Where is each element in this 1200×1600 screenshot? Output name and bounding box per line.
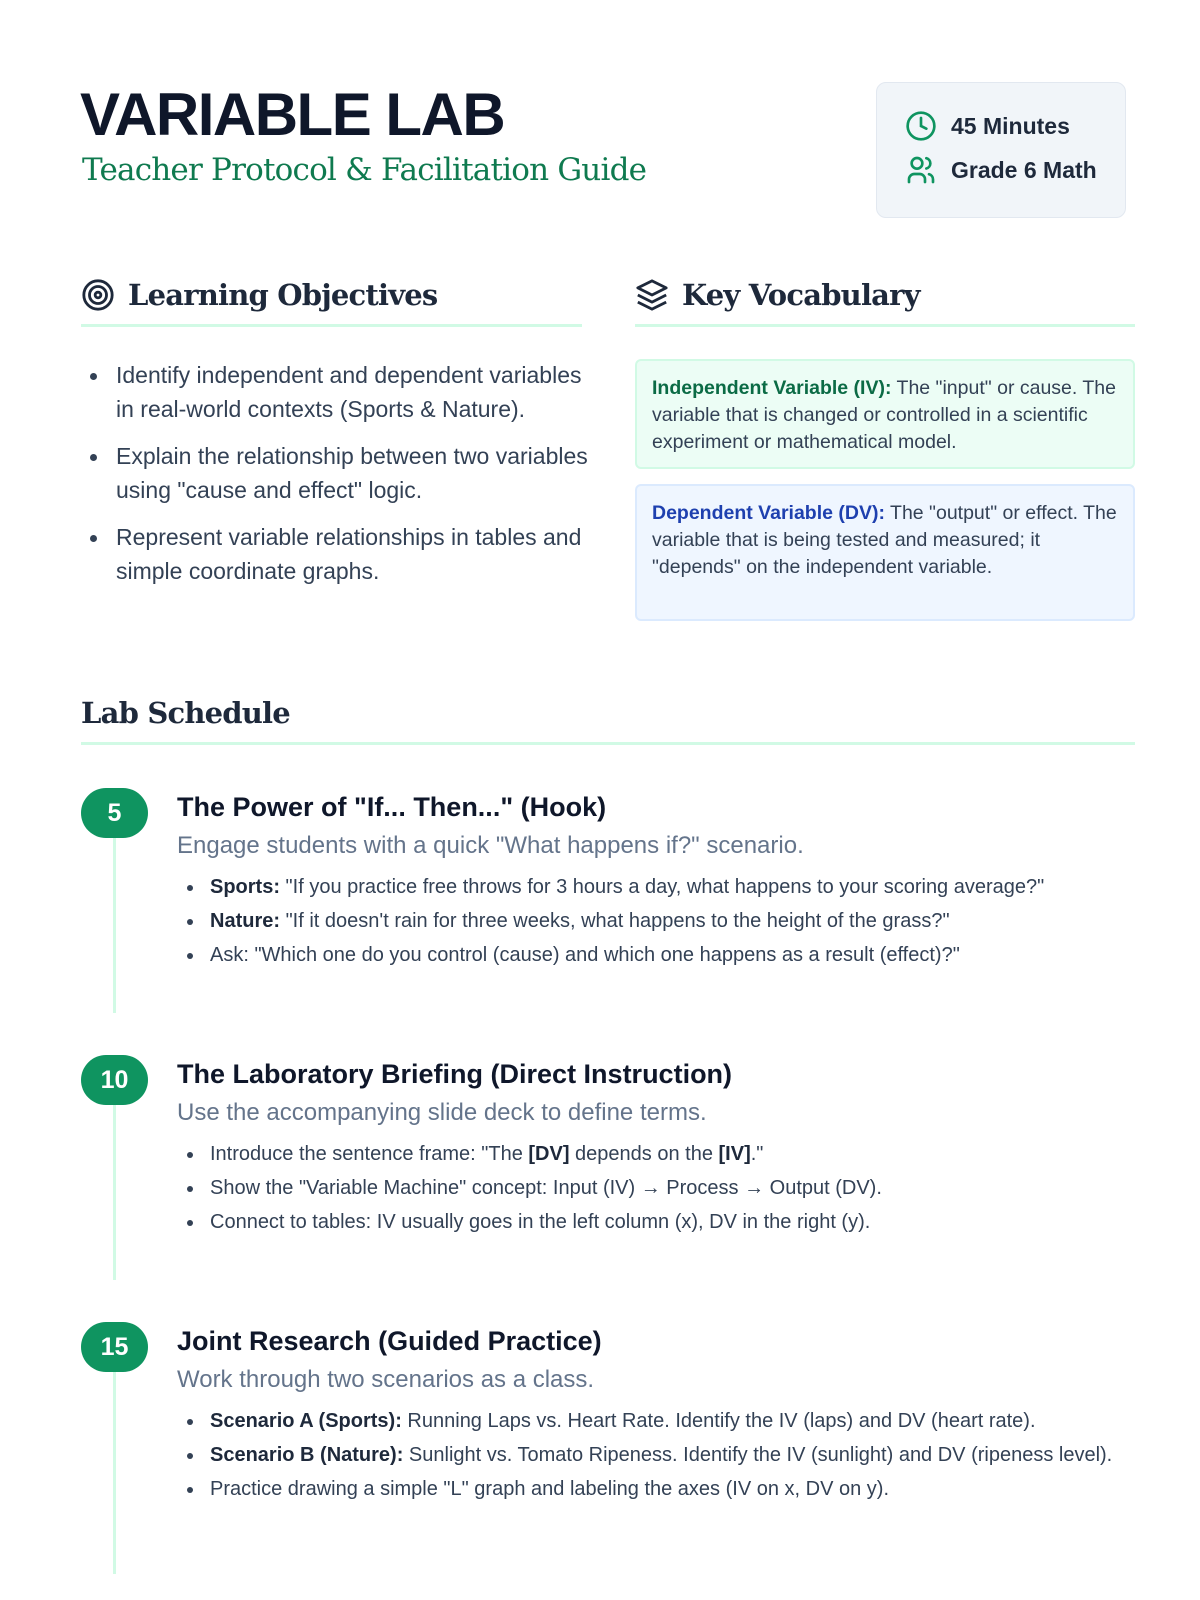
page-subtitle: Teacher Protocol & Facilitation Guide — [82, 152, 647, 188]
minutes-badge: 10 — [81, 1055, 148, 1105]
bullet-text: "If it doesn't rain for three weeks, wha… — [280, 910, 950, 932]
schedule-heading: Lab Schedule — [81, 696, 1135, 745]
vocabulary-heading: Key Vocabulary — [635, 278, 1135, 327]
duration-label: 45 Minutes — [951, 112, 1070, 139]
vocabulary-heading-text: Key Vocabulary — [682, 278, 921, 312]
objectives-heading: Learning Objectives — [81, 278, 582, 327]
step-subtitle: Engage students with a quick "What happe… — [177, 832, 804, 859]
minutes-badge: 15 — [81, 1322, 148, 1372]
step-bullet: Connect to tables: IV usually goes in th… — [184, 1209, 1124, 1236]
clock-icon — [906, 111, 936, 141]
objectives-list: Identify independent and dependent varia… — [90, 358, 590, 601]
users-icon — [907, 156, 935, 184]
timeline-rail — [113, 1372, 116, 1574]
bullet-text: "If you practice free throws for 3 hours… — [280, 876, 1045, 898]
objective-item: Represent variable relationships in tabl… — [90, 520, 590, 588]
schedule-step: 5 The Power of "If... Then..." (Hook) En… — [81, 788, 1141, 1018]
minutes-badge: 5 — [81, 788, 148, 838]
schedule-step: 10 The Laboratory Briefing (Direct Instr… — [81, 1055, 1141, 1285]
step-title: Joint Research (Guided Practice) — [177, 1326, 602, 1356]
schedule-step: 15 Joint Research (Guided Practice) Work… — [81, 1322, 1141, 1582]
bullet-text: Running Laps vs. Heart Rate. Identify th… — [401, 1410, 1036, 1432]
step-bullet: Sports: "If you practice free throws for… — [184, 874, 1124, 901]
step-bullet: Show the "Variable Machine" concept: Inp… — [184, 1175, 1124, 1202]
bullet-text: Show the "Variable Machine" concept: Inp… — [210, 1177, 882, 1199]
bullet-text: ." — [750, 1143, 764, 1165]
vocab-card-independent: Independent Variable (IV): The "input" o… — [635, 359, 1135, 469]
step-bullet: Introduce the sentence frame: "The [DV] … — [184, 1141, 1124, 1168]
timeline-rail — [113, 1105, 116, 1280]
step-title: The Power of "If... Then..." (Hook) — [177, 792, 607, 822]
step-bullets: Introduce the sentence frame: "The [DV] … — [184, 1141, 1124, 1243]
bullet-text: Ask: "Which one do you control (cause) a… — [210, 944, 960, 966]
timeline-rail — [113, 838, 116, 1013]
bullet-text: Introduce the sentence frame: "The — [210, 1143, 529, 1165]
vocab-card-dependent: Dependent Variable (DV): The "output" or… — [635, 484, 1135, 621]
step-bullets: Scenario A (Sports): Running Laps vs. He… — [184, 1408, 1124, 1510]
step-bullet: Ask: "Which one do you control (cause) a… — [184, 942, 1124, 969]
bullet-text: depends on the — [569, 1143, 719, 1165]
step-title: The Laboratory Briefing (Direct Instruct… — [177, 1059, 733, 1089]
target-icon — [82, 279, 114, 311]
vocab-term: Dependent Variable (DV): — [652, 502, 885, 524]
step-subtitle: Work through two scenarios as a class. — [177, 1366, 595, 1393]
bullet-text: Sunlight vs. Tomato Ripeness. Identify t… — [403, 1444, 1113, 1466]
lesson-meta-card: 45 Minutes Grade 6 Math — [876, 82, 1126, 218]
step-bullet: Scenario A (Sports): Running Laps vs. He… — [184, 1408, 1124, 1435]
bullet-label: Sports: — [210, 876, 280, 898]
step-bullet: Nature: "If it doesn't rain for three we… — [184, 908, 1124, 935]
vocab-definition: The "input" or cause. The variable that … — [652, 377, 1116, 453]
page-title: VARIABLE LAB — [80, 81, 506, 148]
grade-label: Grade 6 Math — [951, 156, 1097, 183]
vocab-term: Independent Variable (IV): — [652, 377, 892, 399]
objective-item: Explain the relationship between two var… — [90, 439, 590, 507]
step-bullet: Scenario B (Nature): Sunlight vs. Tomato… — [184, 1442, 1124, 1469]
bullet-text: Connect to tables: IV usually goes in th… — [210, 1211, 871, 1233]
bullet-emphasis: [DV] — [528, 1143, 570, 1165]
step-bullets: Sports: "If you practice free throws for… — [184, 874, 1124, 976]
objectives-heading-text: Learning Objectives — [128, 278, 438, 312]
bullet-label: Scenario B (Nature): — [210, 1444, 404, 1466]
step-subtitle: Use the accompanying slide deck to defin… — [177, 1099, 707, 1126]
grade-row: Grade 6 Math — [905, 153, 1125, 187]
step-bullet: Practice drawing a simple "L" graph and … — [184, 1476, 1124, 1503]
bullet-text: Practice drawing a simple "L" graph and … — [210, 1478, 889, 1500]
bullet-label: Nature: — [210, 910, 281, 932]
objective-item: Identify independent and dependent varia… — [90, 358, 590, 426]
vocab-definition: The "output" or effect. The variable tha… — [652, 502, 1117, 578]
layers-icon — [636, 279, 668, 311]
duration-row: 45 Minutes — [905, 109, 1125, 143]
bullet-emphasis: [IV] — [718, 1143, 751, 1165]
bullet-label: Scenario A (Sports): — [210, 1410, 402, 1432]
